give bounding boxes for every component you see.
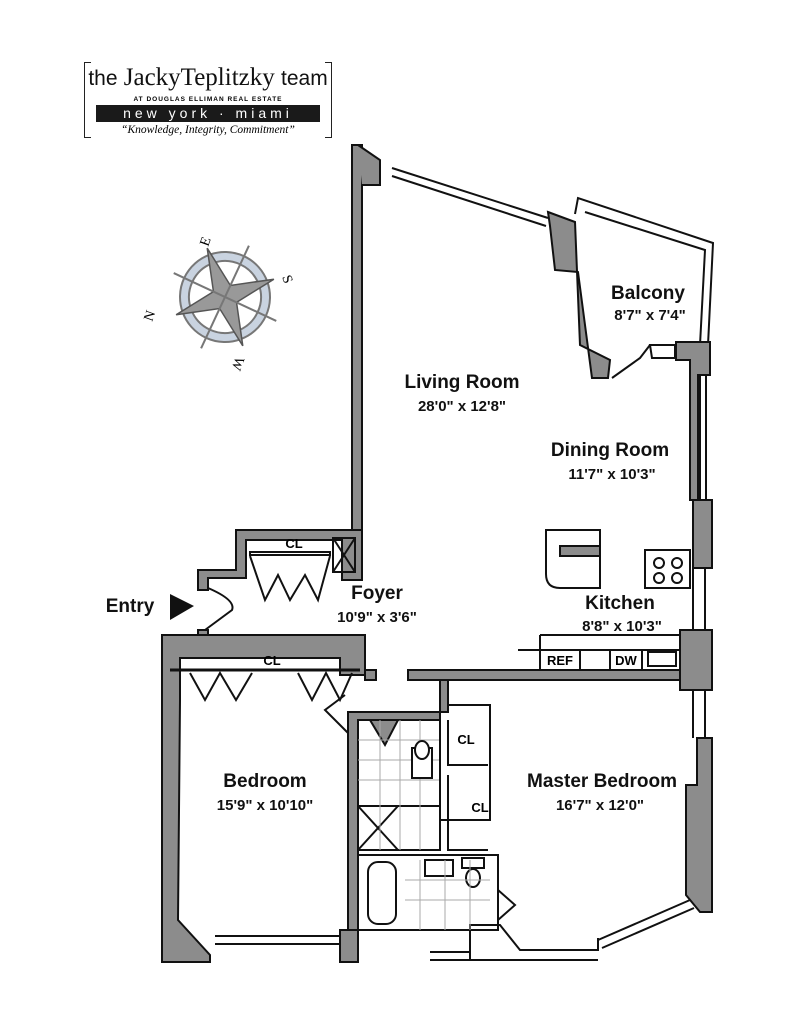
entry-label: Entry xyxy=(105,596,155,617)
kitchen-label: Kitchen xyxy=(585,593,655,614)
logo-affiliation: AT DOUGLAS ELLIMAN REAL ESTATE xyxy=(133,96,283,103)
logo-brand: JackyTeplitzky xyxy=(123,64,275,91)
logo-tagline: “Knowledge, Integrity, Commitment” xyxy=(121,124,295,136)
foyer-label: Foyer xyxy=(351,583,403,604)
dishwasher-label: DW xyxy=(615,653,637,668)
bedroom-label: Bedroom xyxy=(223,771,307,792)
living-room-label: Living Room xyxy=(404,372,520,393)
logo: the JackyTeplitzky team AT DOUGLAS ELLIM… xyxy=(84,62,332,140)
compass-e: E xyxy=(198,235,215,248)
hall-closet-label: CL xyxy=(457,732,475,747)
compass-n: N xyxy=(142,309,160,324)
logo-bracket-right xyxy=(325,62,332,138)
balcony-label: Balcony xyxy=(611,283,685,304)
walls xyxy=(161,144,715,963)
bedroom-dims: 15'9" x 10'10" xyxy=(216,797,314,814)
logo-name: the JackyTeplitzky team xyxy=(88,64,328,92)
bedroom-closet-label: CL xyxy=(263,653,281,668)
dining-room-label: Dining Room xyxy=(550,440,670,461)
master-closet-label: CL xyxy=(471,800,489,815)
dining-room-dims: 11'7" x 10'3" xyxy=(568,466,656,483)
master-bedroom-label: Master Bedroom xyxy=(527,771,677,792)
compass-icon xyxy=(173,245,277,349)
foyer-dims: 10'9" x 3'6" xyxy=(337,609,417,626)
refrigerator-label: REF xyxy=(547,653,573,668)
logo-prefix: the xyxy=(88,67,118,90)
logo-cities: new york · miami xyxy=(96,105,320,122)
foyer-closet-label: CL xyxy=(285,536,303,551)
master-bedroom-dims: 16'7" x 12'0" xyxy=(555,797,645,814)
compass-s: S xyxy=(278,273,295,285)
logo-suffix: team xyxy=(281,67,328,90)
logo-bracket-left xyxy=(84,62,91,138)
compass-w: W xyxy=(227,355,246,373)
balcony-dims: 8'7" x 7'4" xyxy=(614,307,686,324)
entry-arrow-icon xyxy=(170,594,194,620)
living-room-dims: 28'0" x 12'8" xyxy=(417,398,507,415)
kitchen-dims: 8'8" x 10'3" xyxy=(582,618,662,635)
